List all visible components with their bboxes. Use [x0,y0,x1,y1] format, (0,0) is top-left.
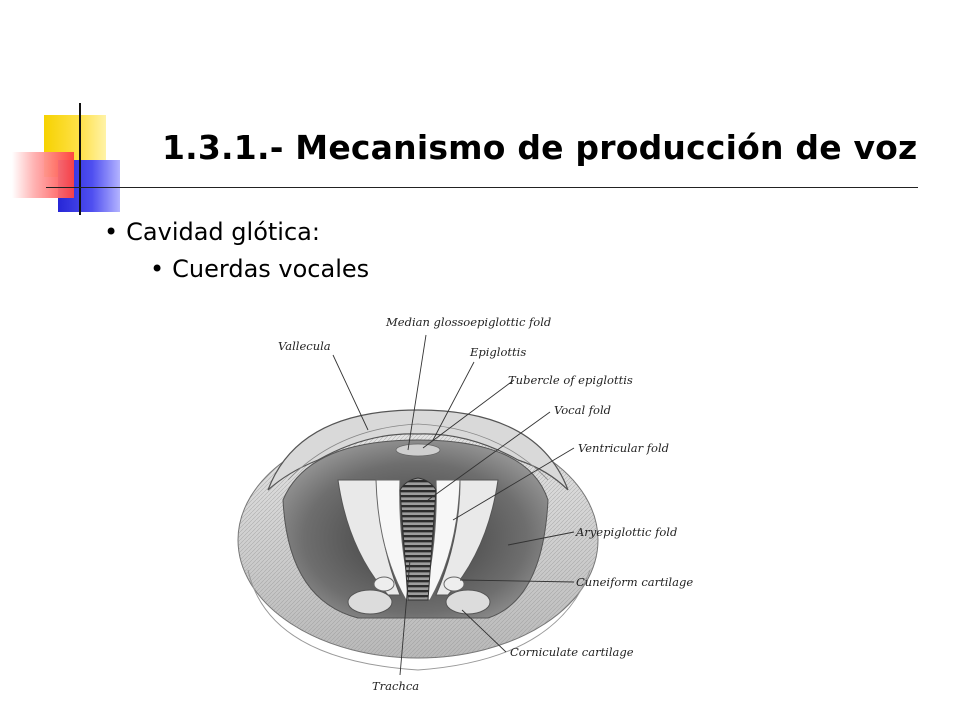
arytenoid-cartilages [347,576,491,615]
larynx-diagram: Median glossoepiglottic fold Vallecula E… [237,315,693,693]
leader-lines [332,334,575,676]
vocal-folds [337,479,499,601]
larynx-illustration: Median glossoepiglottic fold Vallecula E… [228,300,728,705]
label-ventricular-fold: Ventricular fold [578,441,669,455]
bullet-text: Cuerdas vocales [172,255,370,283]
label-trachea: Trachca [372,679,419,693]
label-corniculate-cartilage: Corniculate cartilage [510,645,634,659]
label-cuneiform-cartilage: Cuneiform cartilage [576,575,693,589]
epiglottis-shape [267,409,569,491]
bullet-dot: • [150,255,165,283]
label-vocal-fold: Vocal fold [554,403,611,417]
bullet-dot: • [104,218,119,246]
decor-red-block [12,152,74,198]
title-underline [46,187,918,188]
bullet-text: Cavidad glótica: [126,218,320,246]
label-epiglottis: Epiglottis [469,345,526,359]
bullet-level-2: •Cuerdas vocales [150,255,369,283]
label-vallecula: Vallecula [278,339,331,353]
label-median-glossoepiglottic-fold: Median glossoepiglottic fold [385,315,551,329]
label-aryepiglottic-fold: Aryepiglottic fold [575,525,677,539]
decor-vertical-line [79,103,81,215]
slide-title: 1.3.1.- Mecanismo de producción de voz [162,128,918,167]
label-tubercle-of-epiglottis: Tubercle of epiglottis [508,373,633,387]
bullet-level-1: •Cavidad glótica: [104,218,320,246]
